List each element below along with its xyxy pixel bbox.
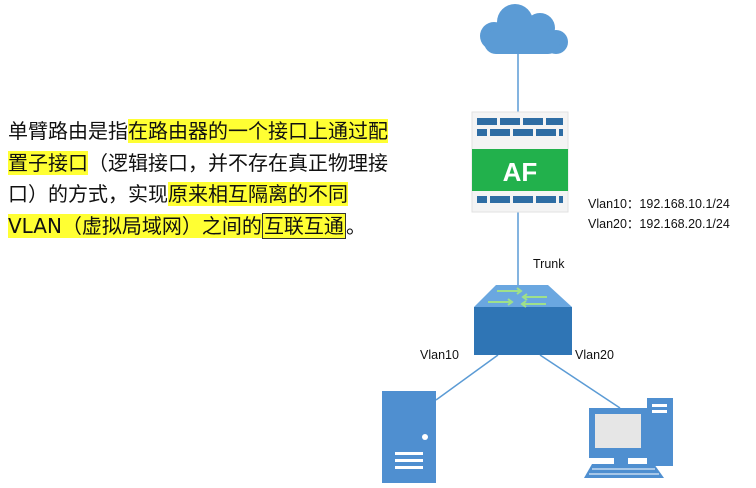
link-switch-pc (539, 354, 621, 409)
firewall-label: AF (503, 157, 538, 187)
description-paragraph: 单臂路由是指在路由器的一个接口上通过配置子接口（逻辑接口，并不存在真正物理接口）… (8, 116, 398, 242)
desktop-pc-icon (584, 398, 673, 478)
firewall-icon: AF (471, 111, 569, 213)
switch-icon (474, 285, 572, 355)
text-segment: （逻辑接口，并不存在真正物理接口）的方式，实现 (8, 150, 388, 207)
text-segment: 。 (345, 213, 366, 238)
right-link-vlan20-label: Vlan20 (575, 348, 614, 362)
vlan10-ip-label: Vlan10：192.168.10.1/24 (588, 197, 730, 211)
link-switch-server (435, 354, 499, 401)
text-segment: 单臂路由是指 (8, 119, 128, 143)
trunk-label: Trunk (533, 257, 565, 271)
server-icon (382, 391, 436, 483)
boxed-highlighted-text: 互联互通 (261, 212, 346, 239)
vlan20-ip-label: Vlan20：192.168.20.1/24 (588, 217, 730, 231)
cloud-icon (480, 4, 568, 54)
left-link-vlan10-label: Vlan10 (420, 348, 459, 362)
